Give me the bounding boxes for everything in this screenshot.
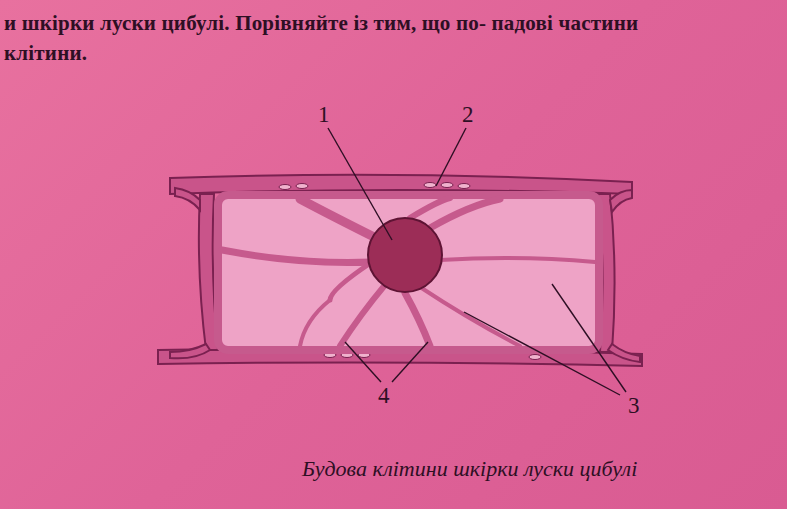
callout-number: 3: [628, 394, 640, 418]
callout-number: 4: [378, 384, 390, 408]
heading-text: и шкірки луски цибулі. Порівняйте із тим…: [4, 8, 719, 68]
cytoplasm-strand: [222, 198, 595, 346]
figure-caption: Будова клітини шкірки луски цибулі: [302, 456, 637, 482]
callout-number: 2: [462, 103, 474, 127]
leader-line: [328, 128, 626, 395]
nucleus: [368, 218, 442, 292]
vacuole: [218, 195, 599, 350]
callout-number: 1: [318, 103, 330, 127]
cell-wall: [158, 175, 642, 366]
